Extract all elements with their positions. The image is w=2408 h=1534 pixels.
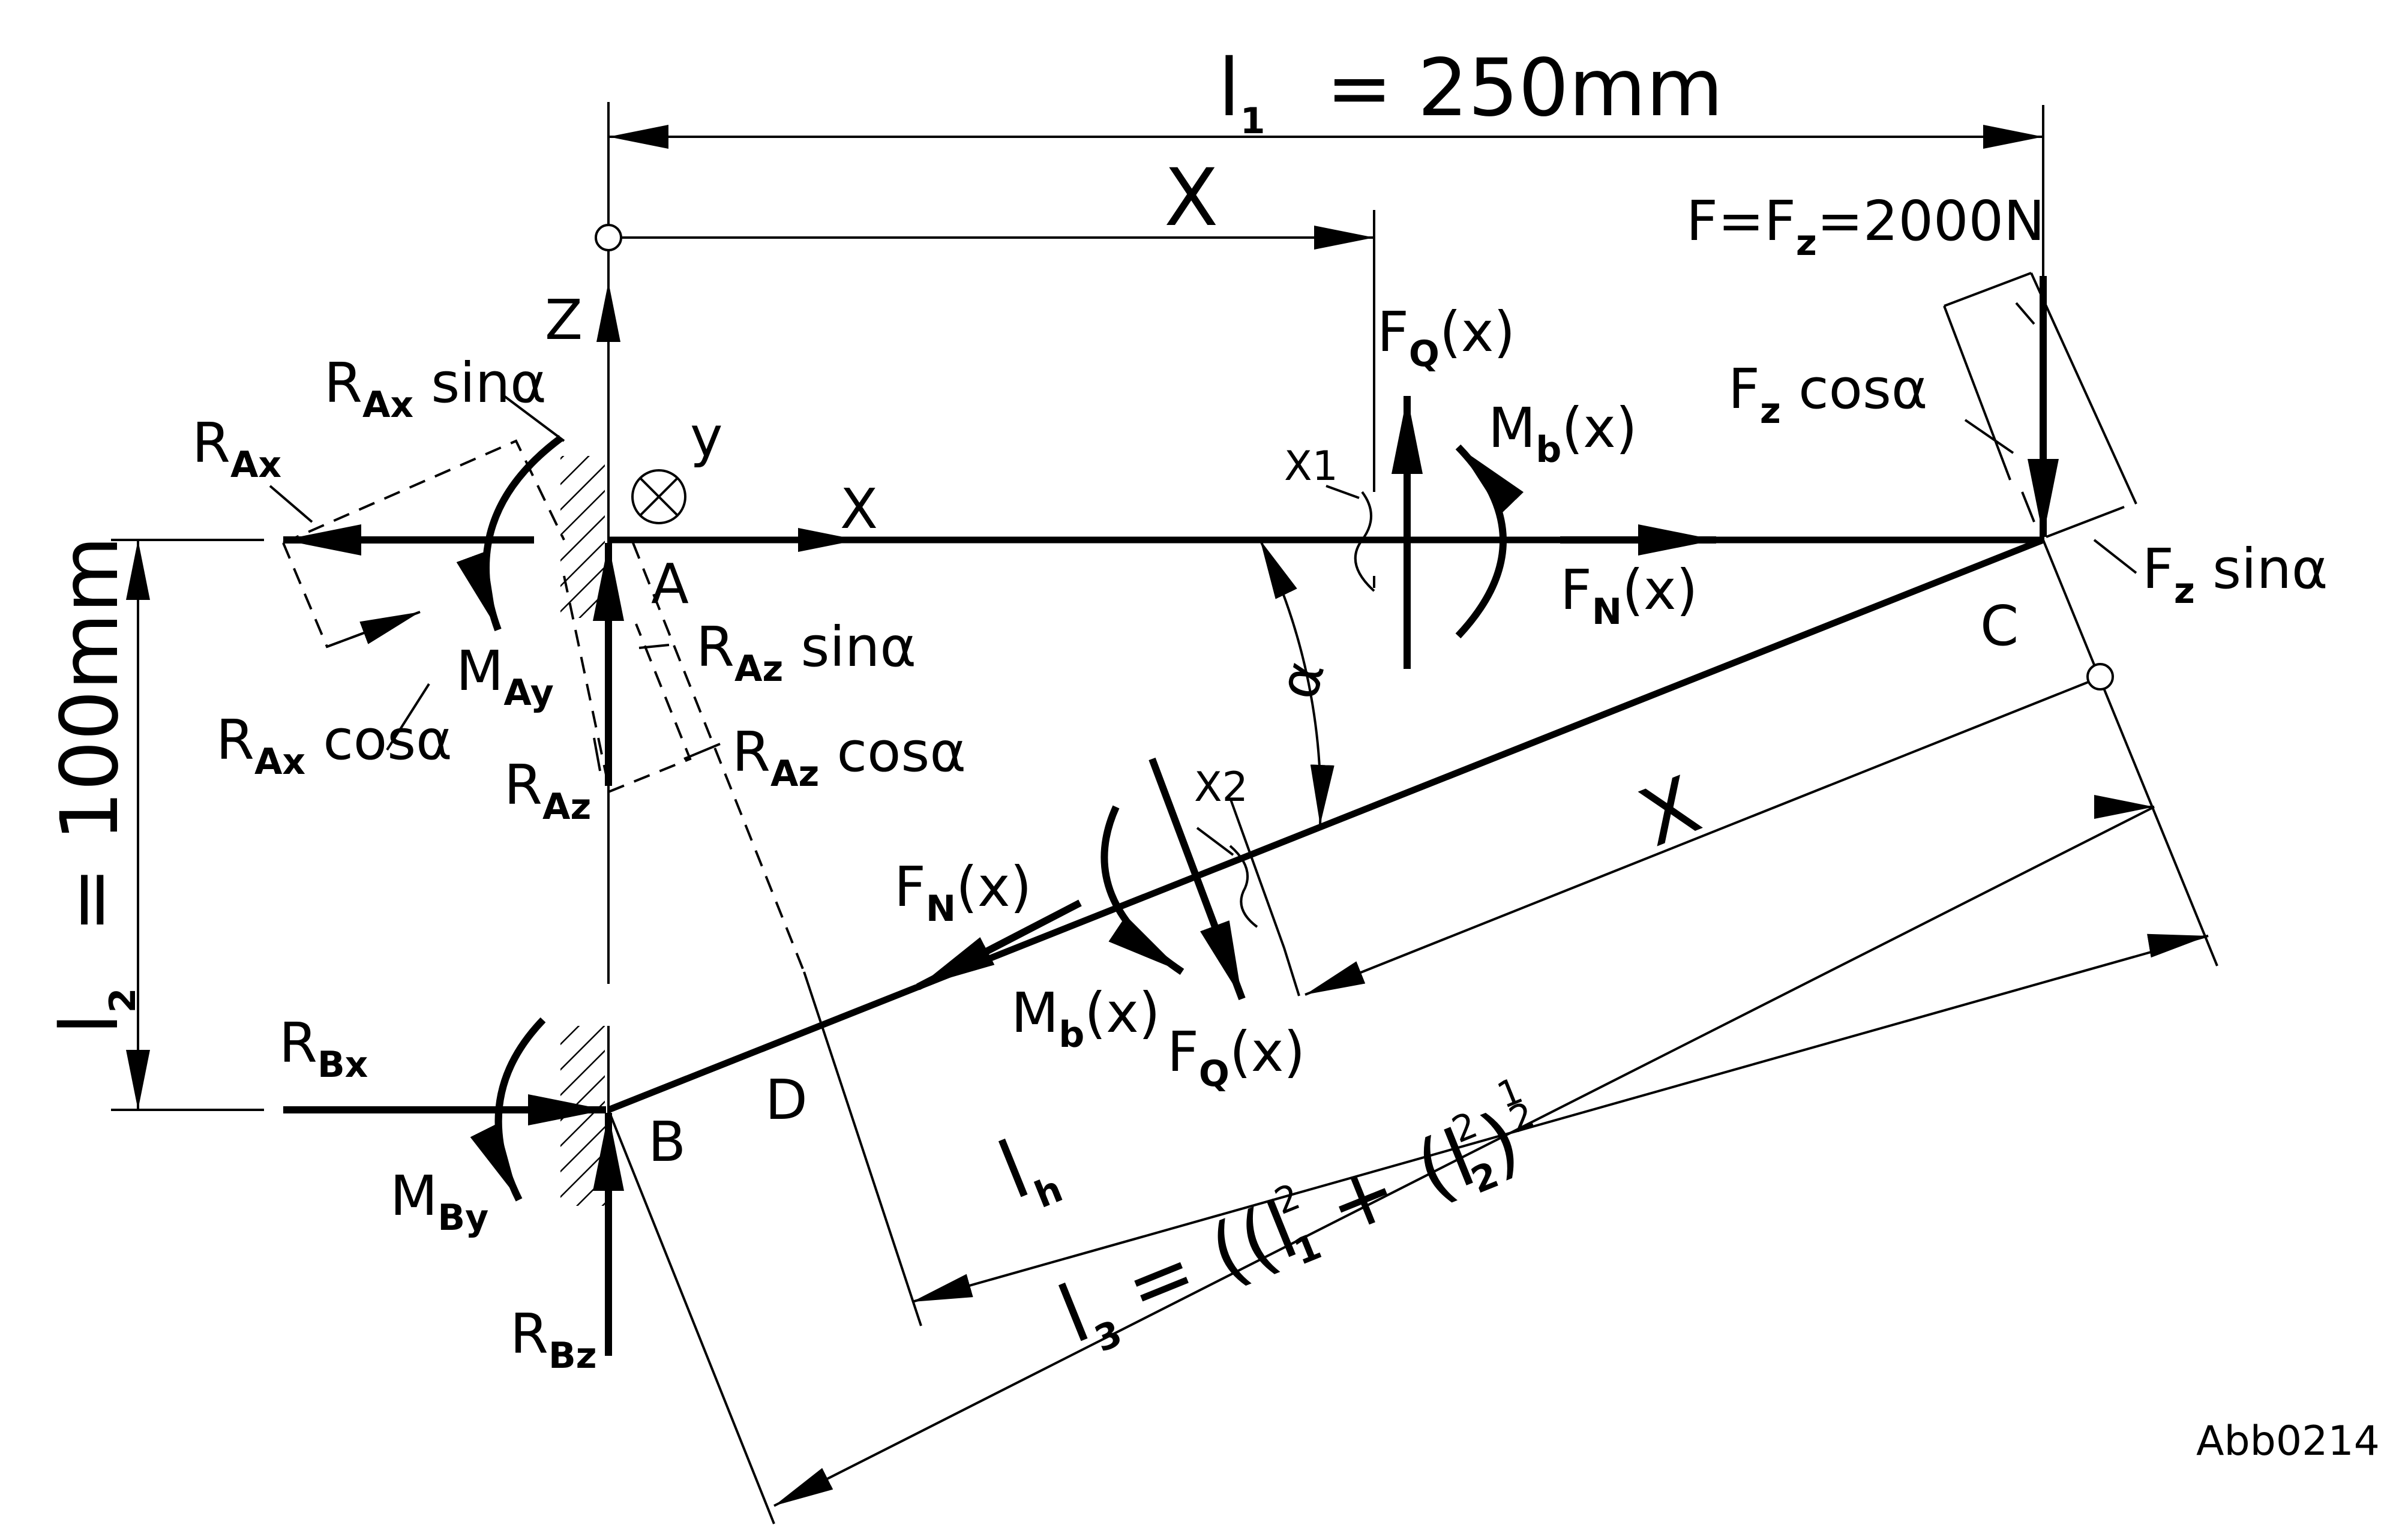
mby-label: MBy [390,1164,488,1239]
y-axis-label: y [690,405,722,469]
fz-cos-label: Fz cosα [1728,357,1928,432]
x-lower-label: X [1627,759,1713,865]
support-b-hatch [560,1026,605,1206]
alpha-label: α [1266,654,1337,706]
point-a-label: A [651,552,689,616]
figure-id: Abb0214 [2196,1418,2380,1465]
rax-label: RAx [192,411,281,486]
l1-symbol: l1 [1218,42,1265,142]
l2-symbol: l2 [44,988,144,1035]
fz-sin-label: Fz sinα [2142,537,2328,612]
section-cuts [1196,485,1375,928]
x1-label: X1 [1284,443,1338,490]
rax-sin-label: RAx sinα [324,351,547,426]
point-c-label: C [1980,594,2019,658]
x-top-label: X [1164,152,1218,244]
fn-low-label: FN(x) [894,855,1031,930]
rbz-label: RBz [510,1302,597,1377]
mb-top-label: Mb(x) [1488,396,1638,471]
force-f-label: F=Fz=2000N [1686,189,2045,264]
rax-cos-label: RAx cosα [216,708,452,783]
x-axis-label: X [840,477,878,541]
point-b-label: B [648,1110,686,1174]
dimensions [111,105,2218,1524]
x2-label: X2 [1194,764,1248,811]
support-a-hatch [560,456,605,618]
fq-top-label: FQ(x) [1377,300,1515,375]
raz-sin-label: RAz sinα [696,615,916,690]
force-fn-low-arrow [916,899,1082,990]
may-label: MAy [456,639,554,714]
z-axis-label: Z [545,288,583,352]
leaders [269,302,2137,771]
moment-mby-arrow [470,1017,546,1202]
point-d-label: D [765,1068,808,1132]
lh-label: lh [986,1114,1068,1225]
origin-marker-top [595,224,622,251]
forces [283,276,2059,1356]
l1-value: = 250mm [1326,42,1723,134]
l2-value: = 100mm [44,536,136,933]
origin-marker-lower [2086,663,2114,691]
moment-mb-top-arrow [1455,444,1524,639]
rbx-label: RBx [279,1011,368,1086]
moments [456,435,1524,1202]
l3-expression: l3= ((l21+(l22)12 [1040,1069,1558,1369]
beam-bc [607,536,2045,1113]
mb-low-label: Mb(x) [1011,981,1160,1056]
moment-may-arrow [456,435,563,632]
fq-low-label: FQ(x) [1167,1020,1305,1095]
fn-top-label: FN(x) [1560,558,1698,633]
raz-cos-label: RAz cosα [732,720,966,795]
force-fq-low-arrow [1148,757,1246,1001]
raz-label: RAz [504,753,591,828]
decomposition-lines [282,272,2137,793]
moment-mb-low-arrow [1100,805,1184,975]
y-axis-into-page-icon [631,469,686,524]
